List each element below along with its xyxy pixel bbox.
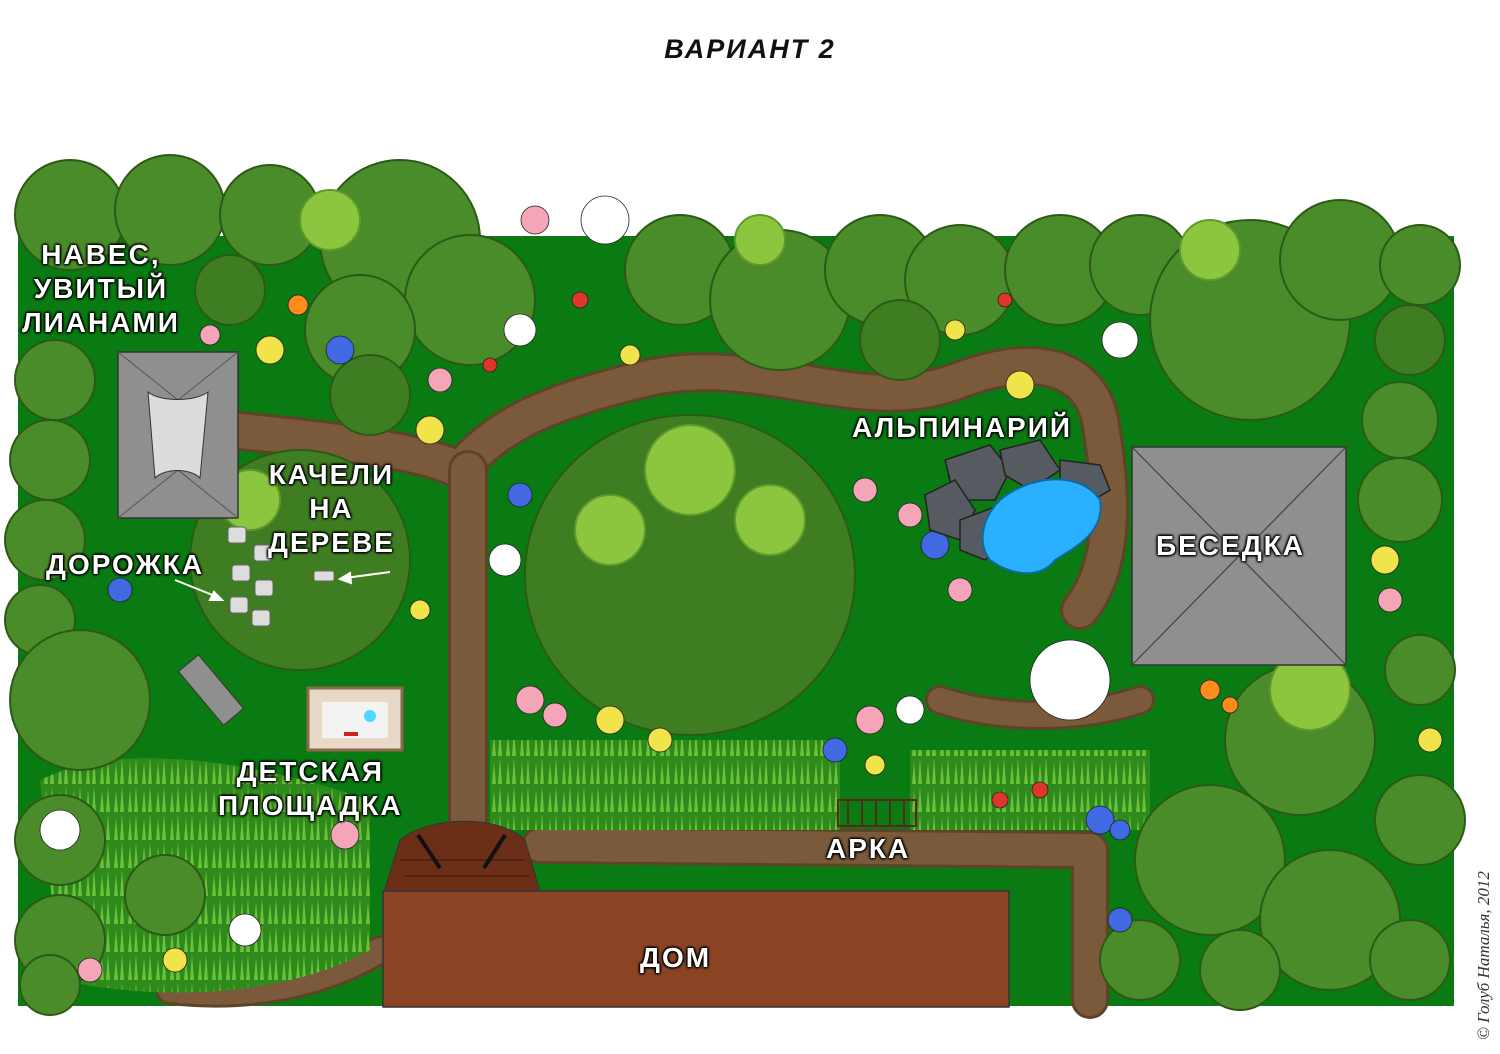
playground [177, 654, 404, 752]
trees [4, 154, 1466, 1016]
garden-paths [155, 346, 1155, 1019]
stepping-stones [227, 526, 335, 627]
label-playground: ДЕТСКАЯ ПЛОЩАДКА [218, 756, 403, 821]
label-gazebo: БЕСЕДКА [1156, 530, 1305, 561]
grass-beds [40, 740, 1150, 993]
label-house: ДОМ [640, 942, 712, 973]
pond [981, 478, 1102, 575]
label-swing: КАЧЕЛИ НА ДЕРЕВЕ [268, 459, 395, 558]
house-structure [382, 820, 1010, 1008]
label-rockery: АЛЬПИНАРИЙ [852, 412, 1072, 443]
flowers [39, 195, 1443, 983]
copyright-text: © Голуб Наталья, 2012 [1474, 871, 1493, 1040]
canopy-structure [117, 351, 239, 519]
gazebo-structure [1131, 446, 1347, 666]
label-path: ДОРОЖКА [46, 549, 205, 580]
label-canopy: НАВЕС, УВИТЫЙ ЛИАНАМИ [22, 239, 180, 338]
page-title: ВАРИАНТ 2 [664, 34, 836, 64]
pointer-arrows [174, 571, 391, 601]
arch-structure [837, 799, 917, 827]
label-arch: АРКА [826, 833, 911, 864]
